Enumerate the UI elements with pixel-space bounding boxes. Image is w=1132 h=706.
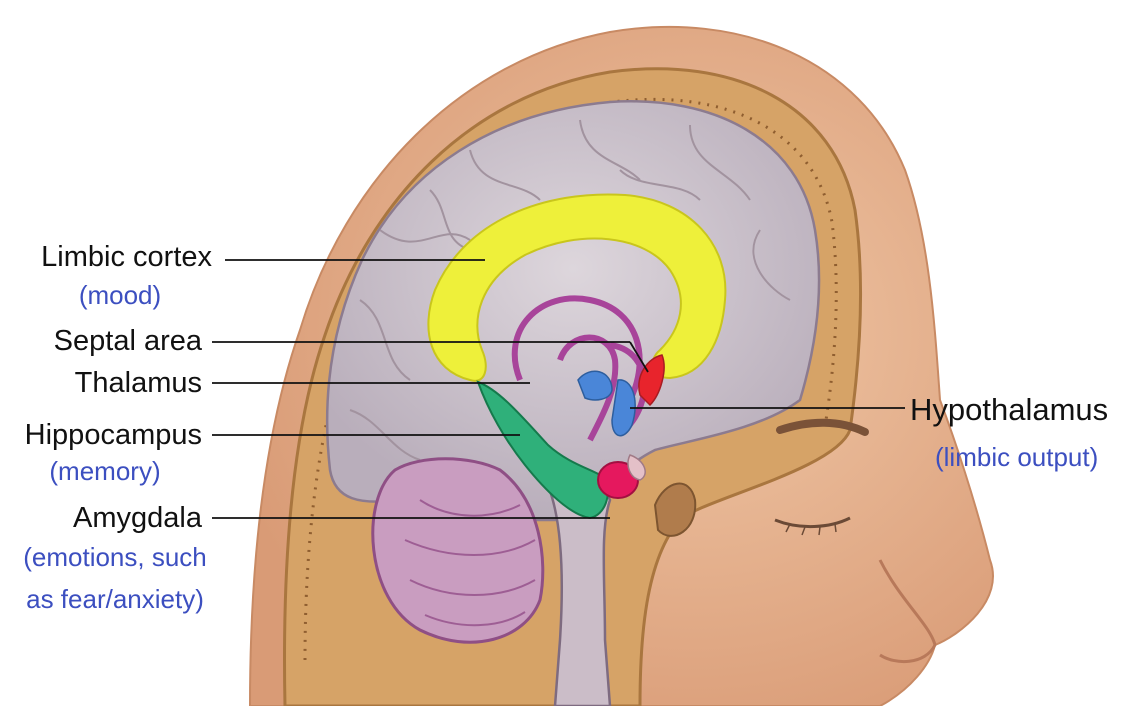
note-hippocampus: (memory)	[30, 458, 180, 484]
label-thalamus: Thalamus	[20, 369, 202, 398]
label-amygdala: Amygdala	[20, 504, 202, 533]
note-amygdala-line1: (emotions, such	[10, 544, 220, 570]
label-hippocampus: Hippocampus	[0, 421, 202, 450]
label-limbic-cortex: Limbic cortex	[20, 243, 212, 272]
note-limbic-cortex: (mood)	[40, 282, 200, 308]
label-hypothalamus: Hypothalamus	[910, 394, 1108, 425]
label-septal-area: Septal area	[20, 327, 202, 356]
note-amygdala-line2: as fear/anxiety)	[10, 586, 220, 612]
note-hypothalamus: (limbic output)	[935, 444, 1098, 470]
